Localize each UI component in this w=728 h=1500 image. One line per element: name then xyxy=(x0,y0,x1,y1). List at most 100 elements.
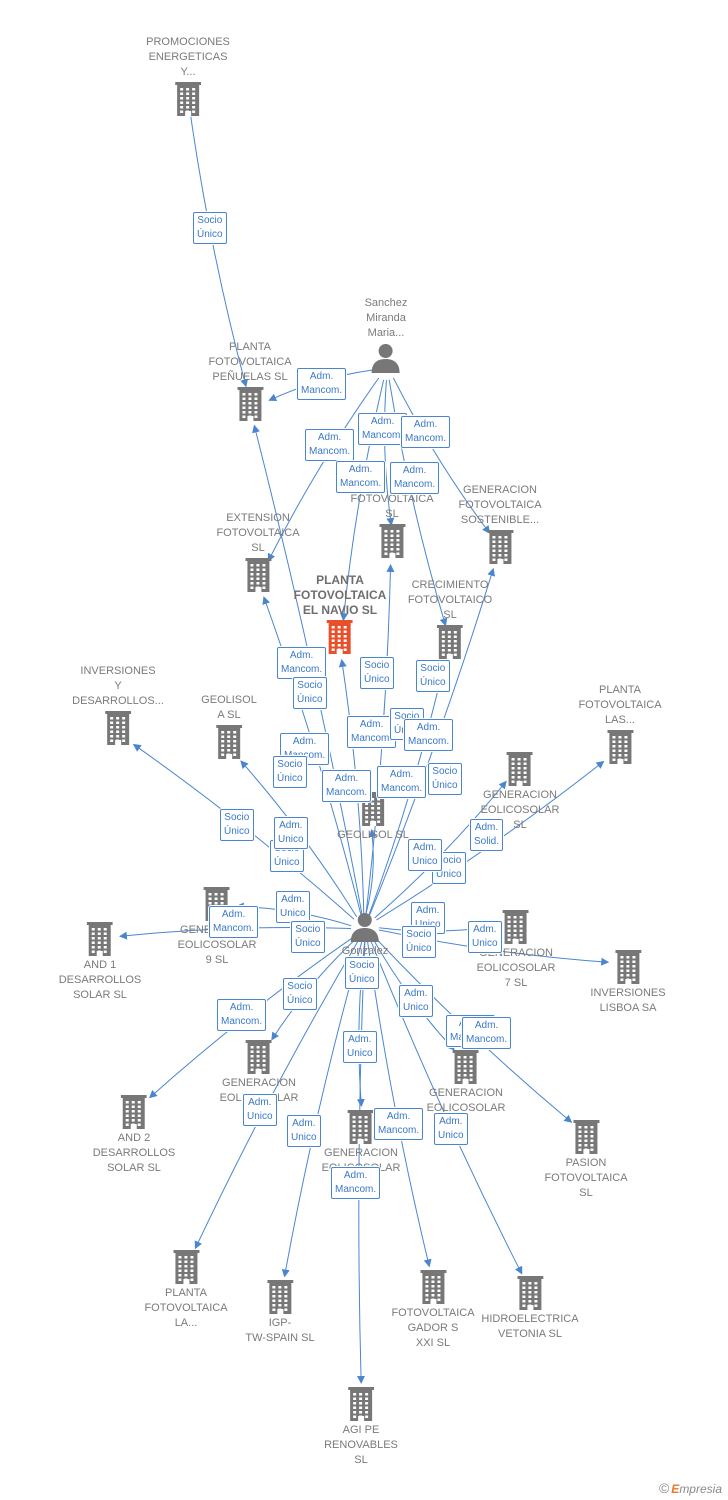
building-icon xyxy=(59,922,142,956)
relation-badge[interactable]: Adm.Unico xyxy=(408,839,442,871)
node-label: FOTOVOLTAICA SL xyxy=(350,493,434,520)
building-icon xyxy=(477,910,556,944)
relation-badge[interactable]: Adm.Mancom. xyxy=(297,368,347,400)
node-gen-eol-sl[interactable]: GENERACION EOLICOSOLAR SL xyxy=(481,750,560,833)
edge-sanchez-extension xyxy=(267,377,380,562)
relation-badge[interactable]: Adm.Mancom. xyxy=(331,1167,381,1199)
node-label: GENERACION EOLICOSOLAR 7 SL xyxy=(476,947,556,989)
relation-badge[interactable]: Adm.Unico xyxy=(468,921,502,953)
node-label: EXTENSION FOTOVOLTAICA SL xyxy=(216,512,300,554)
building-icon xyxy=(201,725,257,759)
node-crecimiento[interactable]: CRECIMIENTO FOTOVOLTAICO SL xyxy=(408,578,492,661)
relation-badge[interactable]: Adm.Mancom. xyxy=(209,906,259,938)
node-label: PASION FOTOVOLTAICA SL xyxy=(544,1157,628,1199)
edge-gonzalez-agi xyxy=(356,941,366,1384)
node-and2[interactable]: AND 2 DESARROLLOS SOLAR SL xyxy=(92,1093,176,1176)
edge-gonzalez-planta-la xyxy=(194,940,359,1250)
node-gen-sostenible[interactable]: GENERACION FOTOVOLTAICA SOSTENIBLE... xyxy=(458,483,542,566)
node-gen-eol-7[interactable]: GENERACION EOLICOSOLAR 7 SL xyxy=(476,908,556,991)
relation-badge[interactable]: Adm.Unico xyxy=(434,1113,468,1145)
node-label: GENERACION EOLICOSOLAR xyxy=(426,1087,506,1114)
edge-sanchez-navio xyxy=(340,379,385,622)
relation-badge[interactable]: Adm.Mancom. xyxy=(462,1017,512,1049)
relation-badge[interactable]: Adm.Mancom. xyxy=(404,719,454,751)
node-vetonia[interactable]: HIDROELECTRICA VETONIA SL xyxy=(481,1274,579,1342)
node-navio[interactable]: PLANTA FOTOVOLTAICA EL NAVIO SL xyxy=(293,573,387,656)
relation-badge[interactable]: Adm.Mancom. xyxy=(377,766,427,798)
relation-badge[interactable]: Adm.Mancom. xyxy=(336,461,386,493)
edge-gonzalez-geolisol-sl xyxy=(365,828,377,915)
relation-badge[interactable]: Adm.Mancom. xyxy=(401,416,451,448)
node-planta-la[interactable]: PLANTA FOTOVOLTAICA LA... xyxy=(144,1248,228,1331)
relation-badge[interactable]: Adm.Mancom. xyxy=(358,413,408,445)
building-icon xyxy=(408,625,492,659)
node-agi[interactable]: AGI PE RENOVABLES SL xyxy=(324,1385,398,1468)
node-and1[interactable]: AND 1 DESARROLLOS SOLAR SL xyxy=(58,920,142,1003)
relation-badge[interactable]: Adm.Unico xyxy=(399,985,433,1017)
building-icon xyxy=(458,530,541,564)
relation-badge[interactable]: Adm.Mancom. xyxy=(347,716,397,748)
node-igp[interactable]: IGP- TW-SPAIN SL xyxy=(245,1278,315,1346)
building-icon xyxy=(146,82,230,116)
node-extension[interactable]: EXTENSION FOTOVOLTAICA SL xyxy=(216,511,300,594)
brand-initial: E xyxy=(671,1482,680,1496)
node-gador[interactable]: FOTOVOLTAICA GADOR S XXI SL xyxy=(391,1268,475,1351)
node-geolisol-sl[interactable]: GEOLISOL SL xyxy=(337,790,409,843)
building-icon xyxy=(93,1095,176,1129)
footer-brand: ©Empresia xyxy=(659,1480,722,1496)
node-pasion[interactable]: PASION FOTOVOLTAICA SL xyxy=(544,1118,628,1201)
relation-badge[interactable]: Adm.Mancom. xyxy=(277,647,327,679)
node-label: AGI PE RENOVABLES SL xyxy=(324,1424,398,1466)
node-planta-las[interactable]: PLANTA FOTOVOLTAICA LAS... xyxy=(578,683,662,766)
building-icon xyxy=(481,1276,578,1310)
node-label: PLANTA FOTOVOLTAICA LAS... xyxy=(578,684,662,726)
relation-badge[interactable]: Adm.Solid. xyxy=(470,819,504,851)
node-label: HIDROELECTRICA VETONIA SL xyxy=(481,1313,579,1340)
node-label: IGP- TW-SPAIN SL xyxy=(245,1317,315,1344)
building-icon xyxy=(544,1120,627,1154)
building-icon xyxy=(590,950,665,984)
building-icon xyxy=(245,1280,314,1314)
relation-badge[interactable]: Adm.Mancom. xyxy=(322,770,372,802)
node-label: AND 1 DESARROLLOS SOLAR SL xyxy=(58,959,142,1001)
node-sanchez[interactable]: Sanchez Miranda Maria... xyxy=(365,296,407,375)
node-label: PROMOCIONES ENERGETICAS Y... xyxy=(146,36,230,78)
edge-sanchez-crecimiento xyxy=(388,379,448,627)
node-promociones[interactable]: PROMOCIONES ENERGETICAS Y... xyxy=(146,35,230,118)
relation-badge[interactable]: Adm.Mancom. xyxy=(390,462,440,494)
relation-badge[interactable]: Adm.Unico xyxy=(276,891,310,923)
node-label: PLANTA FOTOVOLTAICA EL NAVIO SL xyxy=(293,573,387,617)
relation-badge[interactable]: Adm.Unico xyxy=(243,1094,277,1126)
building-icon xyxy=(216,558,299,592)
relation-badge[interactable]: Adm.Unico xyxy=(343,1031,377,1063)
node-label: PLANTA FOTOVOLTAICA LA... xyxy=(144,1287,228,1329)
node-inversiones-y[interactable]: INVERSIONES Y DESARROLLOS... xyxy=(72,664,164,747)
node-fv-sl[interactable]: FOTOVOLTAICA SL xyxy=(350,492,434,560)
edge-gonzalez-vetonia xyxy=(370,940,523,1275)
node-penuelas[interactable]: PLANTA FOTOVOLTAICA PEÑUELAS SL xyxy=(208,340,292,423)
building-icon xyxy=(481,752,560,786)
node-inv-lisboa[interactable]: INVERSIONES LISBOA SA xyxy=(590,948,666,1016)
relation-badge[interactable]: Adm.Unico xyxy=(287,1115,321,1147)
building-icon xyxy=(220,1040,299,1074)
relation-badge[interactable]: Adm.Mancom. xyxy=(305,429,355,461)
node-gen-eol-b[interactable]: GENERACION EOLICOSOLAR xyxy=(426,1048,506,1116)
node-label: GENERACION FOTOVOLTAICA SOSTENIBLE... xyxy=(458,484,542,526)
relation-badge[interactable]: Adm.Mancom. xyxy=(217,999,267,1031)
edge-promociones-penuelas xyxy=(190,116,249,388)
node-geolisol-a[interactable]: GEOLISOL A SL xyxy=(201,693,257,761)
node-label: AND 2 DESARROLLOS SOLAR SL xyxy=(92,1132,176,1174)
relation-badge[interactable]: Adm.Mancom. xyxy=(374,1108,424,1140)
relation-badge[interactable]: Adm.Unico xyxy=(274,817,308,849)
